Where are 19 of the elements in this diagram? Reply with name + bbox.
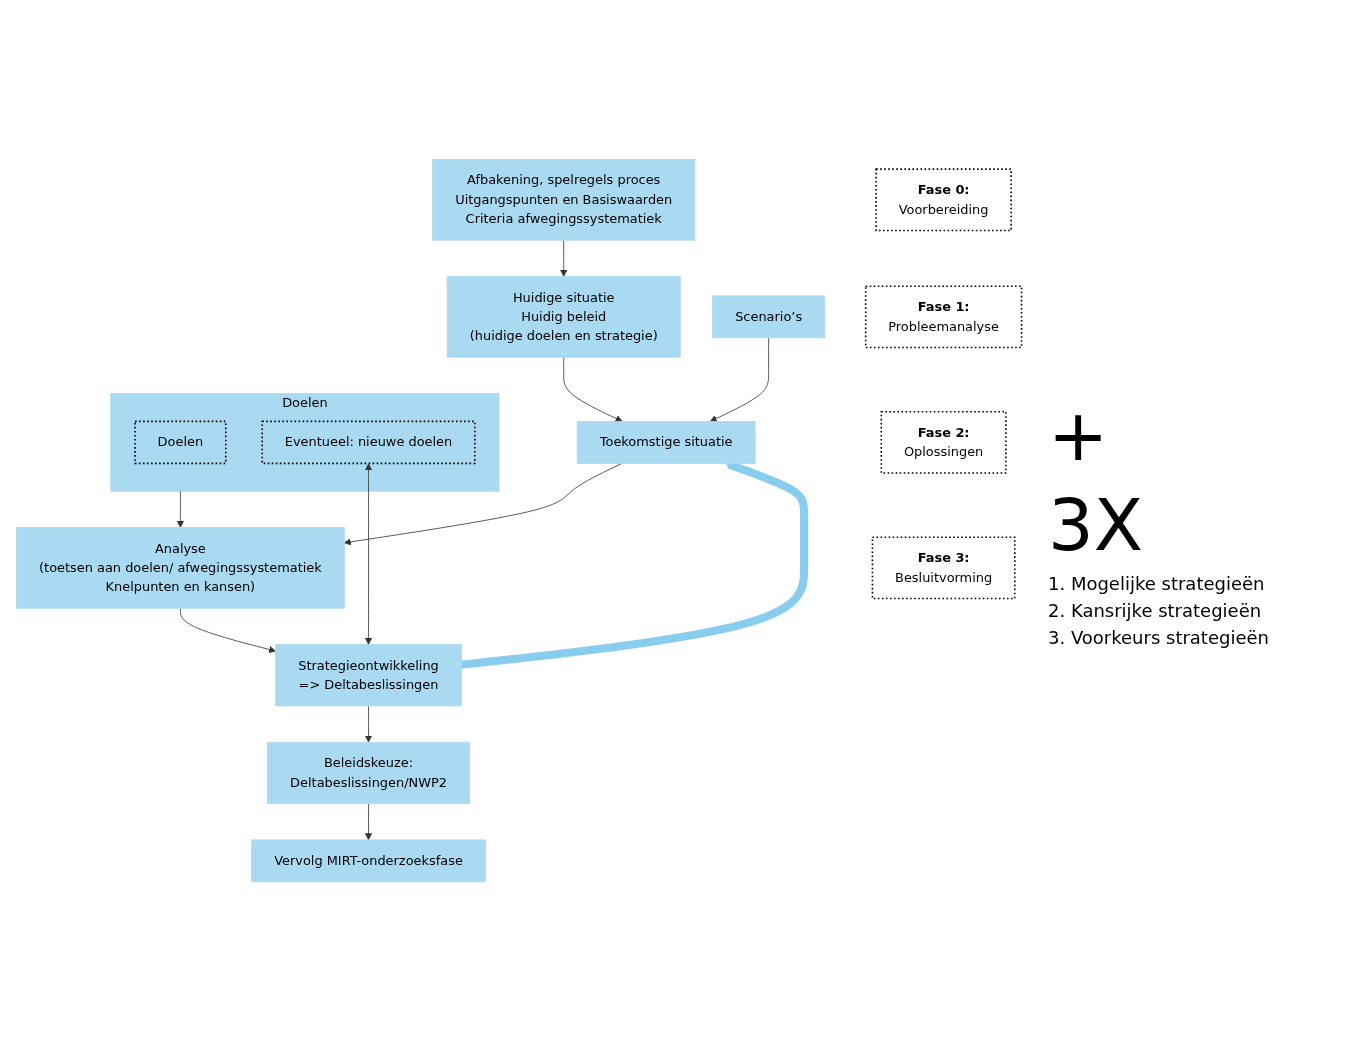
- node-box: Strategieontwikkeling => Deltabeslissingen: [275, 644, 462, 707]
- node-box: Fase 0: Voorbereiding: [875, 168, 1012, 232]
- node-box: Analyse (toetsen aan doelen/ afwegingssystematiek Knelpunten en kansen): [16, 526, 345, 609]
- list-item: 3. Voorkeurs strategieën: [1048, 627, 1270, 648]
- node-box: Doelen: [134, 420, 227, 464]
- node-box: Vervolg MIRT-onderzoeksfase: [251, 839, 486, 883]
- list-item: 1. Mogelijke strategieën: [1048, 573, 1266, 594]
- node-box: Scenario’s: [712, 295, 826, 339]
- repeat-count: 3X: [1048, 483, 1145, 567]
- node-box: Afbakening, spelregels proces Uitgangspunten en Basiswaarden Criteria afwegingssystematiek: [432, 158, 696, 241]
- node-box: Fase 3: Besluitvorming: [871, 536, 1016, 600]
- node-box: Eventueel: nieuwe doelen: [261, 420, 476, 464]
- plus-sign: +: [1048, 393, 1110, 477]
- node-box: Toekomstige situatie: [576, 420, 756, 464]
- list-item: 2. Kansrijke strategieën: [1048, 600, 1263, 621]
- node-box: Beleidskeuze: Deltabeslissingen/NWP2: [267, 741, 470, 804]
- node-box: Fase 2: Oplossingen: [880, 410, 1007, 474]
- node-box: Huidige situatie Huidig beleid (huidige doelen en strategie): [446, 275, 681, 358]
- node-box: Fase 1: Probleemanalyse: [864, 285, 1023, 349]
